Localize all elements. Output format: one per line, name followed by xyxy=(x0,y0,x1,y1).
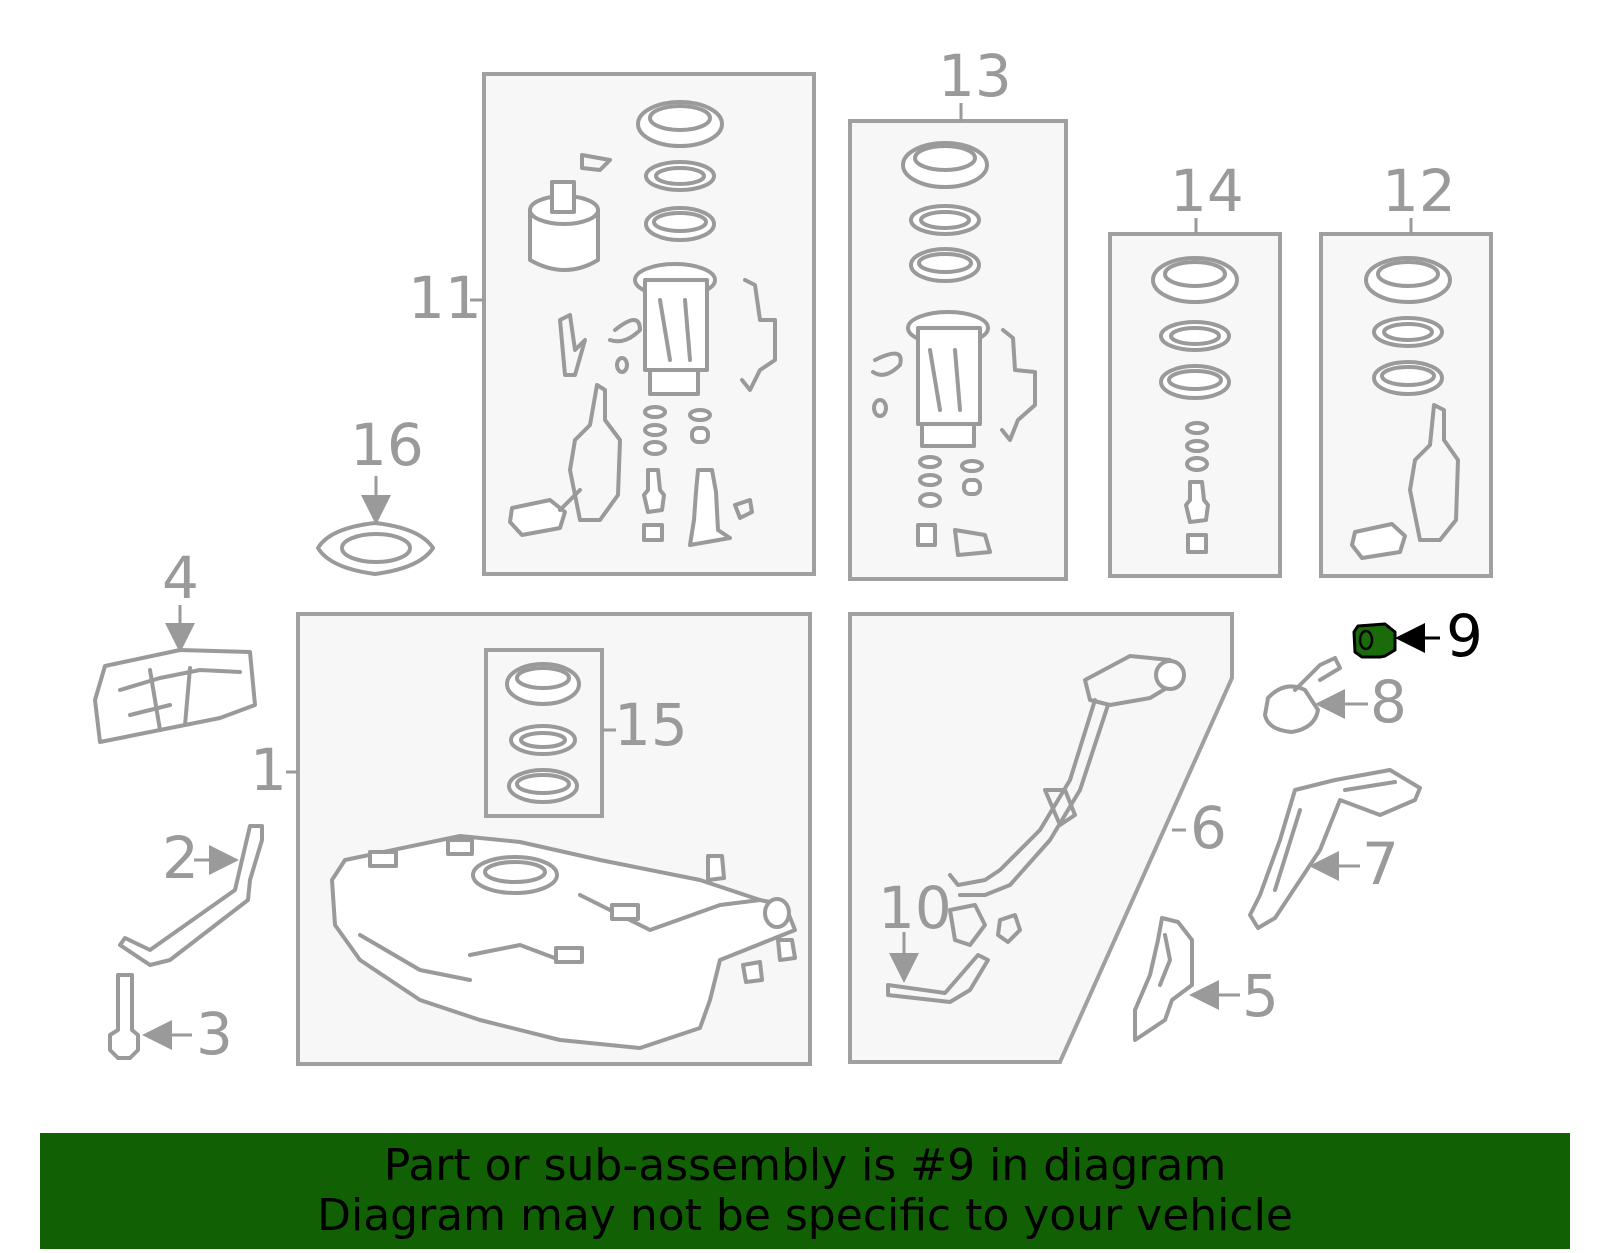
panel-14 xyxy=(1108,218,1282,578)
callout-2: 2 xyxy=(162,824,199,892)
part-5 xyxy=(1133,916,1240,1042)
callout-12: 12 xyxy=(1382,157,1456,225)
callout-8: 8 xyxy=(1370,668,1407,736)
part-4-shield xyxy=(93,605,257,744)
callout-5: 5 xyxy=(1242,962,1279,1030)
callout-15: 15 xyxy=(614,691,688,759)
panel-11 xyxy=(470,72,816,576)
panel-12 xyxy=(1319,218,1493,578)
callout-1: 1 xyxy=(250,736,287,804)
callout-11: 11 xyxy=(408,264,482,332)
part-3-bolt xyxy=(108,973,192,1060)
callout-labels: 13 14 12 11 16 4 15 1 2 3 6 10 8 9 7 5 xyxy=(162,42,1483,1068)
banner-line-2: Diagram may not be specific to your vehi… xyxy=(317,1190,1293,1241)
callout-6: 6 xyxy=(1190,794,1227,862)
banner-line-1: Part or sub-assembly is #9 in diagram xyxy=(383,1140,1227,1191)
callout-16: 16 xyxy=(350,411,424,479)
callout-4: 4 xyxy=(162,544,199,612)
callout-13: 13 xyxy=(938,42,1012,110)
part-8 xyxy=(1263,656,1368,734)
part-7 xyxy=(1248,768,1422,930)
panel-6-filler xyxy=(848,612,1234,1064)
part-9-highlighted xyxy=(1352,622,1440,659)
callout-3: 3 xyxy=(196,1000,233,1068)
panel-1-tank xyxy=(286,612,812,1066)
info-banner: Part or sub-assembly is #9 in diagram Di… xyxy=(40,1133,1570,1249)
part-16-gasket xyxy=(316,476,435,576)
panel-13 xyxy=(848,103,1068,581)
callout-14: 14 xyxy=(1170,157,1244,225)
callout-10: 10 xyxy=(878,874,952,942)
part-2-strap xyxy=(118,824,264,967)
callout-7: 7 xyxy=(1362,830,1399,898)
callout-9: 9 xyxy=(1446,602,1483,670)
